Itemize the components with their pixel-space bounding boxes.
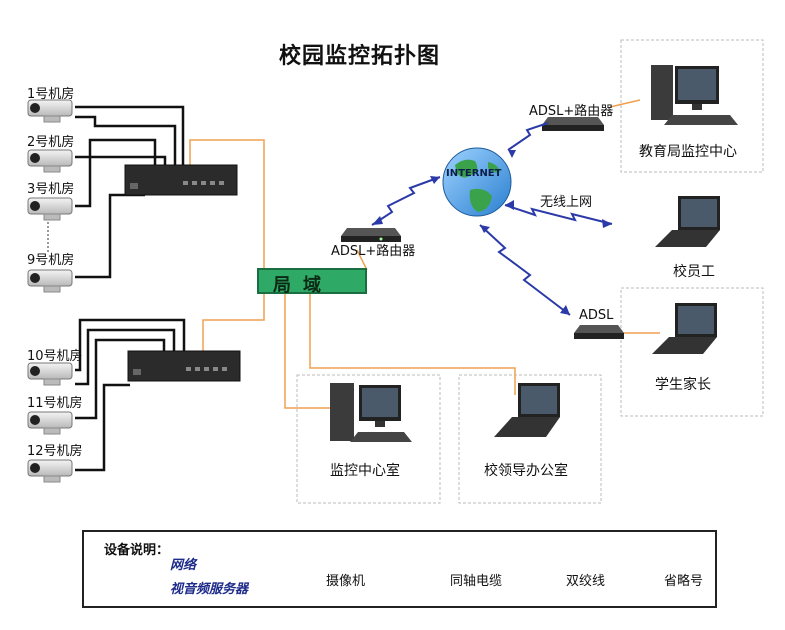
coax-cables-bottom	[75, 318, 186, 472]
desktop-computer-bureau	[651, 65, 738, 125]
camera-label-2: 2号机房	[27, 135, 75, 150]
legend-server-line2: 视音频服务器	[170, 582, 249, 597]
legend-server-line1: 网络	[170, 558, 197, 573]
camera-label-9: 9号机房	[27, 253, 75, 268]
page-title: 校园监控拓扑图	[279, 44, 441, 69]
camera-icon	[27, 362, 73, 386]
wireless-label: 无线上网	[540, 195, 593, 210]
camera-icon	[27, 459, 73, 483]
lan-label-1: 局	[273, 275, 291, 296]
desktop-computer-monitor-room	[330, 383, 412, 442]
laptop-staff	[655, 196, 720, 247]
server-bottom	[127, 350, 241, 382]
box-monitor-room	[296, 374, 441, 504]
router-icon-center	[341, 228, 401, 242]
camera-label-11: 11号机房	[27, 396, 83, 411]
camera-icon	[27, 197, 73, 221]
legend-ellipsis-label: 省略号	[664, 574, 704, 589]
lan-label-2: 域	[303, 275, 321, 296]
box-parents	[620, 287, 764, 417]
laptop-principal	[494, 383, 560, 437]
node-education-bureau: 教育局监控中心	[639, 144, 737, 160]
camera-label-1: 1号机房	[27, 87, 75, 102]
internet-globe-icon	[442, 147, 512, 217]
legend-title: 设备说明：	[104, 543, 170, 558]
router-label-center: ADSL+路由器	[331, 244, 416, 259]
server-top	[124, 164, 238, 196]
router-label-top: ADSL+路由器	[529, 104, 614, 119]
router-icon-top	[542, 117, 604, 131]
node-parents: 学生家长	[655, 377, 711, 393]
box-principal-office	[458, 374, 602, 504]
camera-icon	[27, 269, 73, 293]
camera-label-3: 3号机房	[27, 182, 75, 197]
lan-switch: 局 域	[257, 268, 367, 296]
camera-label-12: 12号机房	[27, 444, 83, 459]
router-icon-right	[574, 325, 624, 339]
legend-camera-label: 摄像机	[326, 574, 366, 589]
router-label-right: ADSL	[579, 308, 614, 323]
camera-icon	[27, 149, 73, 173]
laptop-parents	[652, 303, 717, 354]
box-education-bureau	[620, 39, 764, 173]
internet-label: INTERNET	[446, 168, 502, 179]
camera-icon	[27, 411, 73, 435]
node-principal-office: 校领导办公室	[484, 463, 568, 479]
node-monitor-room: 监控中心室	[330, 463, 400, 479]
legend	[82, 530, 717, 608]
wireless-links	[371, 122, 613, 316]
twisted-pair-cables	[189, 99, 660, 409]
node-staff: 校员工	[673, 264, 715, 280]
camera-icon	[27, 99, 73, 123]
legend-twisted-label: 双绞线	[566, 574, 606, 589]
legend-coax-label: 同轴电缆	[450, 574, 503, 589]
camera-icons	[27, 99, 73, 483]
camera-label-10: 10号机房	[27, 349, 83, 364]
wireless-arrowheads	[372, 150, 612, 315]
